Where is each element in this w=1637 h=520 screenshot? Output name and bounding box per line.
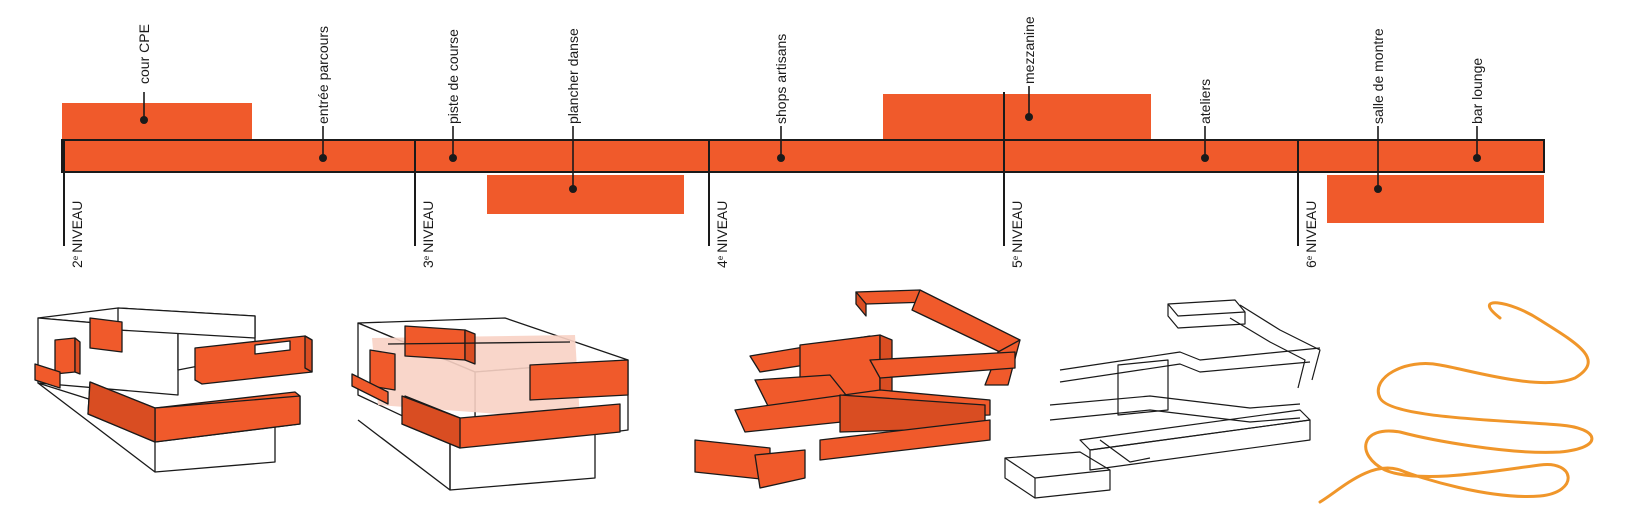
dot-plancher-danse <box>569 185 577 193</box>
space-label-ateliers: ateliers <box>1197 79 1213 124</box>
level-dividers <box>63 92 1299 246</box>
dot-ateliers <box>1201 154 1209 162</box>
block-cour-cpe <box>62 103 252 140</box>
block-mezzanine <box>883 94 1151 140</box>
space-label-cour-cpe: cour CPE <box>136 24 152 84</box>
level-labels: 2eNIVEAU 3eNIVEAU 4eNIVEAU 5eNIVEAU 6eNI… <box>69 201 1319 268</box>
dot-cour-cpe <box>140 116 148 124</box>
space-labels: cour CPE entrée parcours piste de course… <box>136 16 1485 124</box>
space-label-salle-de-montre: salle de montre <box>1370 28 1386 124</box>
space-dots <box>140 113 1481 193</box>
space-label-piste-de-course: piste de course <box>445 29 461 124</box>
level-label: 5eNIVEAU <box>1009 201 1025 268</box>
space-label-plancher-danse: plancher danse <box>565 28 581 124</box>
main-program-bar <box>61 139 1545 173</box>
dot-shops-artisans <box>777 154 785 162</box>
timeline: 2eNIVEAU 3eNIVEAU 4eNIVEAU 5eNIVEAU 6eNI… <box>61 16 1545 268</box>
axo-massing-2 <box>351 317 629 491</box>
dot-bar-lounge <box>1473 154 1481 162</box>
axo-circulation-orange <box>694 289 1021 489</box>
block-salle-de-montre <box>1327 175 1544 223</box>
space-label-entree-parcours: entrée parcours <box>315 26 331 124</box>
level-label: 3eNIVEAU <box>420 201 436 268</box>
level-label: 4eNIVEAU <box>714 201 730 268</box>
dot-mezzanine <box>1025 113 1033 121</box>
dot-salle-de-montre <box>1374 185 1382 193</box>
axo-massing-1 <box>34 307 313 473</box>
block-plancher-danse <box>487 175 684 214</box>
dot-piste-de-course <box>449 154 457 162</box>
space-label-mezzanine: mezzanine <box>1021 16 1037 84</box>
space-label-bar-lounge: bar lounge <box>1469 58 1485 124</box>
axo-circulation-line <box>1004 299 1321 499</box>
level-label: 6eNIVEAU <box>1303 201 1319 268</box>
level-label: 2eNIVEAU <box>69 201 85 268</box>
dot-entree-parcours <box>319 154 327 162</box>
circulation-trail <box>1318 301 1594 504</box>
space-leaders <box>143 86 1478 189</box>
space-label-shops-artisans: shops artisans <box>773 34 789 124</box>
